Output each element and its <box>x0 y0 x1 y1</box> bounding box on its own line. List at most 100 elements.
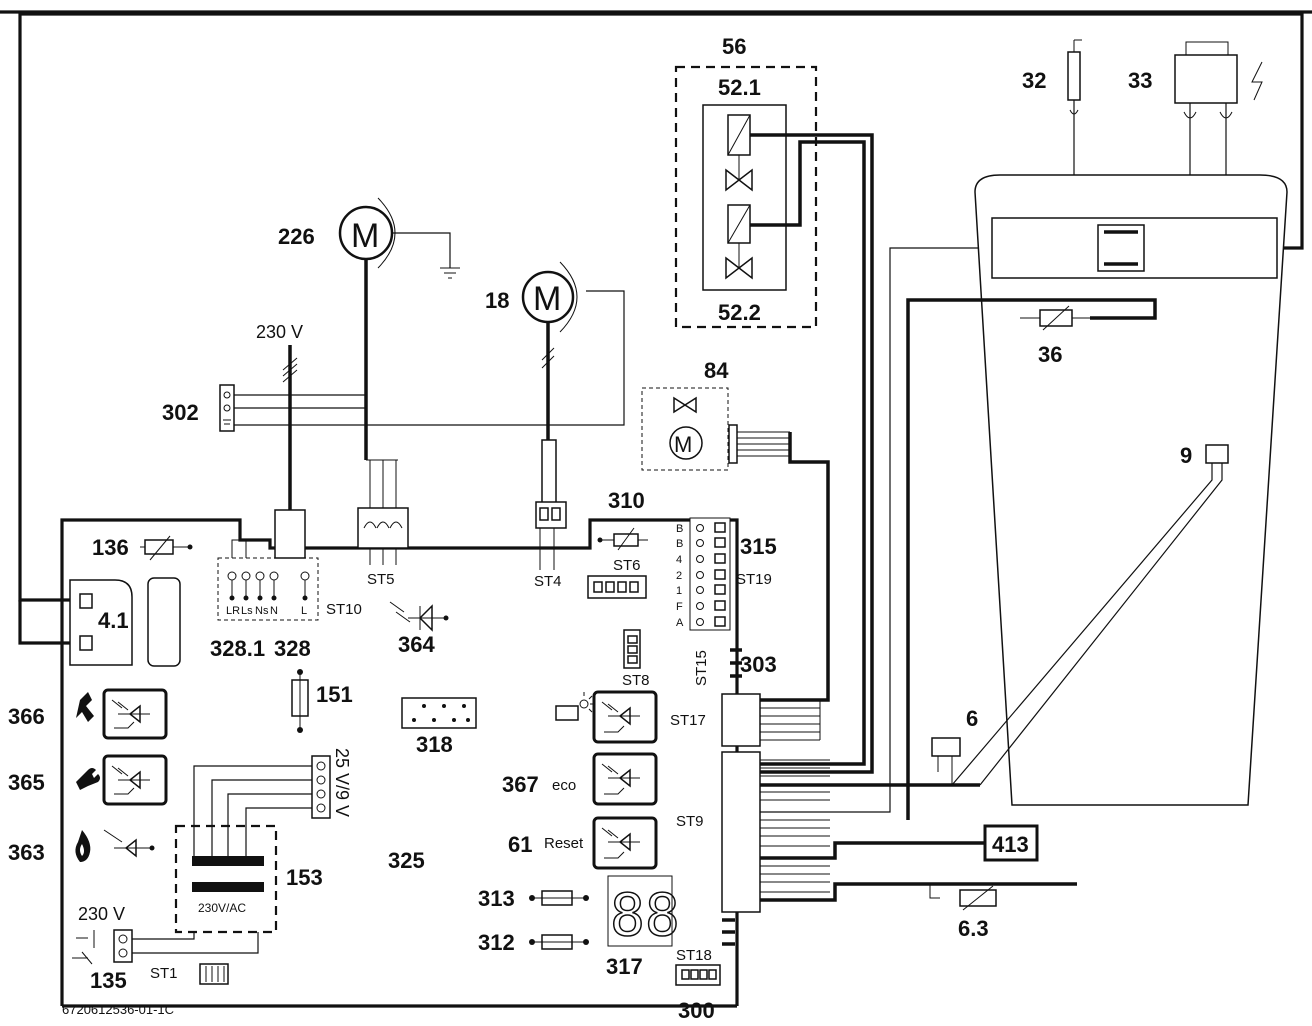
connector-st5 <box>357 507 409 549</box>
label-st6: ST6 <box>613 557 641 574</box>
st19-pin-4: 2 <box>676 570 682 582</box>
label-328: 328 <box>274 636 311 661</box>
st19-pin-1: B <box>676 523 683 535</box>
connector-st17 <box>721 693 761 747</box>
label-302: 302 <box>162 400 199 425</box>
label-318: 318 <box>416 732 453 757</box>
eco-label: eco <box>552 777 576 794</box>
reset-label: Reset <box>544 835 584 852</box>
label-317: 317 <box>606 954 643 979</box>
ignition-unit-33 <box>1174 54 1238 104</box>
label-413: 413 <box>992 832 1029 857</box>
limiter-9-icon <box>1205 444 1229 464</box>
connector-st9 <box>721 751 761 913</box>
svg-text:M: M <box>674 432 692 457</box>
label-365: 365 <box>8 770 45 795</box>
st10-terminals <box>227 571 310 601</box>
connector-318 <box>401 697 477 729</box>
gas-valve-unit-56 <box>674 65 818 329</box>
label-153: 153 <box>286 865 323 890</box>
component-413-wire <box>760 841 985 860</box>
label-st5: ST5 <box>367 571 395 588</box>
label-310: 310 <box>608 488 645 513</box>
label-151: 151 <box>316 682 353 707</box>
transformer-label: 230V/AC <box>198 901 246 915</box>
label-84: 84 <box>704 358 729 383</box>
label-312: 312 <box>478 930 515 955</box>
label-32: 32 <box>1022 68 1046 93</box>
potentiometer-310-icon <box>613 533 639 547</box>
label-st17: ST17 <box>670 712 706 729</box>
label-366: 366 <box>8 704 45 729</box>
label-6-3: 6.3 <box>958 916 989 941</box>
label-300: 300 <box>678 998 715 1023</box>
ground-icon <box>440 267 460 279</box>
label-363: 363 <box>8 840 45 865</box>
label-st1: ST1 <box>150 965 178 982</box>
label-st4: ST4 <box>534 573 562 590</box>
label-st15: ST15 <box>693 650 710 686</box>
valve-52-2-wire <box>750 140 866 766</box>
st10-pin-ns: Ns <box>255 605 269 617</box>
label-9: 9 <box>1180 443 1192 468</box>
label-226: 226 <box>278 224 315 249</box>
label-6: 6 <box>966 706 978 731</box>
label-136: 136 <box>92 535 129 560</box>
st10-pin-l: L <box>301 605 307 617</box>
label-st8: ST8 <box>622 672 650 689</box>
terminal-230v <box>113 929 133 963</box>
st19-pin-3: 4 <box>676 554 682 566</box>
label-st10: ST10 <box>326 601 362 618</box>
heat-exchanger <box>974 174 1288 806</box>
label-328-1: 328.1 <box>210 636 265 661</box>
high-voltage-icon <box>1251 61 1263 101</box>
transformer-153 <box>174 824 278 934</box>
display-digits: 88 <box>610 881 680 949</box>
connector-st10 <box>217 557 319 621</box>
potentiometer-136-icon <box>144 539 174 555</box>
electrode-32-icon <box>1067 51 1081 101</box>
label-st19: ST19 <box>736 571 772 588</box>
label-st9: ST9 <box>676 813 704 830</box>
diverter-valve-icon <box>673 396 697 414</box>
st19-pin-7: A <box>676 617 684 629</box>
fuse-holder-slot <box>147 577 181 667</box>
label-33: 33 <box>1128 68 1152 93</box>
label-313: 313 <box>478 886 515 911</box>
label-st18: ST18 <box>676 947 712 964</box>
diverter-motor-icon <box>669 426 703 460</box>
connector-st1 <box>199 963 229 985</box>
label-52-2: 52.2 <box>718 300 761 325</box>
chimney-sweep-icon <box>76 692 94 722</box>
figure-code: 6720612536-01-1C <box>62 1002 174 1017</box>
outer-loop-wire-2 <box>18 600 80 645</box>
st10-pin-n: N <box>270 605 278 617</box>
motor-226-letter: M <box>351 217 379 255</box>
sensor-36-wire <box>906 298 1157 820</box>
label-18: 18 <box>485 288 509 313</box>
valve-52-1-wire <box>750 133 874 774</box>
label-303: 303 <box>740 652 777 677</box>
label-135: 135 <box>90 968 127 993</box>
mains-switch-icon <box>72 930 95 965</box>
st19-terminals <box>696 522 726 627</box>
terminal-25v-9v <box>311 755 331 819</box>
diverter-valve-84 <box>641 387 729 471</box>
st19-pin-6: F <box>676 601 683 613</box>
label-367: 367 <box>502 772 539 797</box>
st19-pin-2: B <box>676 538 683 550</box>
label-56: 56 <box>722 34 746 59</box>
st19-pin-5: 1 <box>676 585 682 597</box>
sun-boiler-icon <box>555 705 579 721</box>
label-364: 364 <box>398 632 435 657</box>
label-325: 325 <box>388 848 425 873</box>
label-315: 315 <box>740 534 777 559</box>
motor-18-letter: M <box>533 280 561 318</box>
label-61: 61 <box>508 832 532 857</box>
st10-pin-ls: Ls <box>241 605 253 617</box>
label-52-1: 52.1 <box>718 75 761 100</box>
label-230v-top: 230 V <box>256 322 303 342</box>
st10-pin-lr: LR <box>226 605 240 617</box>
display-317 <box>607 875 673 947</box>
